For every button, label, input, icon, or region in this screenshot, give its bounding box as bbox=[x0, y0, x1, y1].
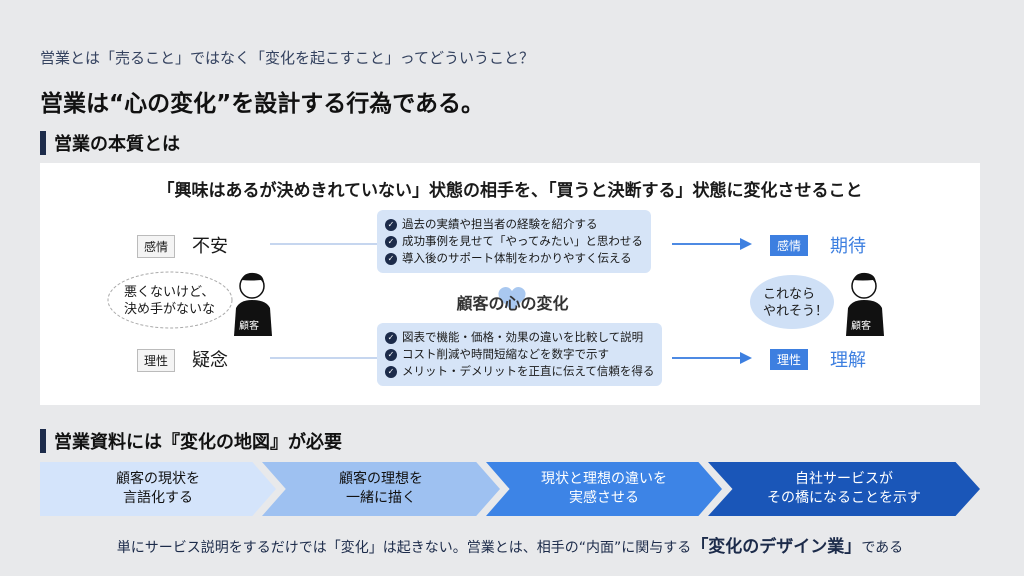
step-1: 顧客の現状を言語化する bbox=[40, 462, 276, 516]
arrow-line bbox=[672, 243, 741, 245]
logic-tag: 理性 bbox=[137, 349, 176, 372]
heart-icon bbox=[498, 287, 526, 311]
footer-emphasis: 「変化のデザイン業」 bbox=[691, 537, 862, 557]
after-thought: これならやれそう！ bbox=[763, 286, 828, 320]
check-icon: ✓ bbox=[385, 348, 397, 361]
item-text: メリット・デメリットを正直に伝えて信頼を得る bbox=[402, 364, 655, 378]
subtitle: 営業とは「売ること」ではなく「変化を起こすこと」ってどういうこと？ bbox=[40, 49, 534, 67]
after-emotion: 期待 bbox=[830, 236, 866, 257]
check-icon: ✓ bbox=[385, 218, 397, 231]
before-emotion: 不安 bbox=[192, 236, 228, 257]
thought-line: これなら bbox=[763, 287, 816, 302]
thought-bubble bbox=[107, 271, 233, 329]
check-icon: ✓ bbox=[385, 365, 397, 378]
check-icon: ✓ bbox=[385, 252, 397, 265]
worried-customer-icon bbox=[234, 272, 272, 336]
list-item: ✓ メリット・デメリットを正直に伝えて信頼を得る bbox=[385, 363, 654, 380]
item-text: 成功事例を見せて「やってみたい」と思わせる bbox=[402, 234, 643, 248]
step-text: その橋になることを示す bbox=[767, 490, 921, 506]
footer-text: 単にサービス説明をするだけでは「変化」は起きない。営業とは、相手の“内面”に関与… bbox=[116, 540, 692, 556]
step-text: 現状と理想の違いを bbox=[541, 471, 667, 487]
list-item: ✓ 導入後のサポート体制をわかりやすく伝える bbox=[385, 250, 643, 267]
emotion-tag-after: 感情 bbox=[770, 235, 809, 256]
logic-tag-after: 理性 bbox=[770, 349, 809, 370]
speech-bubble bbox=[750, 275, 834, 329]
section-heading-essence: 営業の本質とは bbox=[40, 130, 180, 156]
footer-message: 単にサービス説明をするだけでは「変化」は起きない。営業とは、相手の“内面”に関与… bbox=[40, 532, 980, 557]
list-item: ✓ 成功事例を見せて「やってみたい」と思わせる bbox=[385, 233, 643, 250]
list-item: ✓ コスト削減や時間短縮などを数字で示す bbox=[385, 346, 654, 363]
arrow-right-icon bbox=[740, 352, 752, 364]
step-text: 自社サービスが bbox=[795, 471, 893, 487]
emotion-tag: 感情 bbox=[137, 235, 176, 258]
before-logic: 疑念 bbox=[192, 350, 228, 371]
connector-line bbox=[270, 357, 377, 359]
item-text: 過去の実績や担当者の経験を紹介する bbox=[402, 217, 598, 231]
list-item: ✓ 過去の実績や担当者の経験を紹介する bbox=[385, 216, 643, 233]
connector-line bbox=[270, 243, 377, 245]
center-label: 顧客の心の変化 bbox=[456, 294, 569, 313]
step-text: 顧客の理想を bbox=[339, 471, 423, 487]
step-text: 一緒に描く bbox=[346, 490, 416, 506]
emotion-approach-box: ✓ 過去の実績や担当者の経験を紹介する ✓ 成功事例を見せて「やってみたい」と思わせ… bbox=[377, 210, 651, 273]
step-text: 言語化する bbox=[123, 490, 193, 506]
section-heading-map: 営業資料には『変化の地図』が必要 bbox=[40, 428, 342, 454]
item-text: 図表で機能・価格・効果の違いを比較して説明 bbox=[402, 330, 644, 344]
happy-customer-icon bbox=[846, 272, 884, 336]
thought-line: やれそう！ bbox=[763, 304, 829, 319]
headline: 「興味はあるが決めきれていない」状態の相手を、「買うと決断する」状態に変化させる… bbox=[157, 181, 863, 201]
page-title: 営業は“心の変化”を設計する行為である。 bbox=[40, 91, 485, 117]
thought-line: 決め手がないな bbox=[124, 302, 216, 317]
footer-text: である bbox=[861, 540, 904, 556]
step-3: 現状と理想の違いを実感させる bbox=[486, 462, 722, 516]
item-text: 導入後のサポート体制をわかりやすく伝える bbox=[402, 251, 632, 265]
step-2: 顧客の理想を一緒に描く bbox=[262, 462, 500, 516]
list-item: ✓ 図表で機能・価格・効果の違いを比較して説明 bbox=[385, 329, 654, 346]
arrow-right-icon bbox=[740, 238, 752, 250]
arrow-line bbox=[672, 357, 741, 359]
check-icon: ✓ bbox=[385, 235, 397, 248]
logic-approach-box: ✓ 図表で機能・価格・効果の違いを比較して説明 ✓ コスト削減や時間短縮などを数字で… bbox=[377, 323, 663, 386]
thought-line: 悪くないけど、 bbox=[124, 285, 215, 300]
shirt-label: 顧客 bbox=[851, 321, 871, 332]
step-4: 自社サービスがその橋になることを示す bbox=[708, 462, 980, 516]
shirt-label: 顧客 bbox=[239, 321, 259, 332]
step-text: 実感させる bbox=[569, 490, 639, 506]
before-thought: 悪くないけど、決め手がないな bbox=[124, 284, 215, 318]
item-text: コスト削減や時間短縮などを数字で示す bbox=[402, 347, 609, 361]
check-icon: ✓ bbox=[385, 331, 397, 344]
step-text: 顧客の現状を bbox=[116, 471, 200, 487]
after-logic: 理解 bbox=[830, 350, 866, 371]
